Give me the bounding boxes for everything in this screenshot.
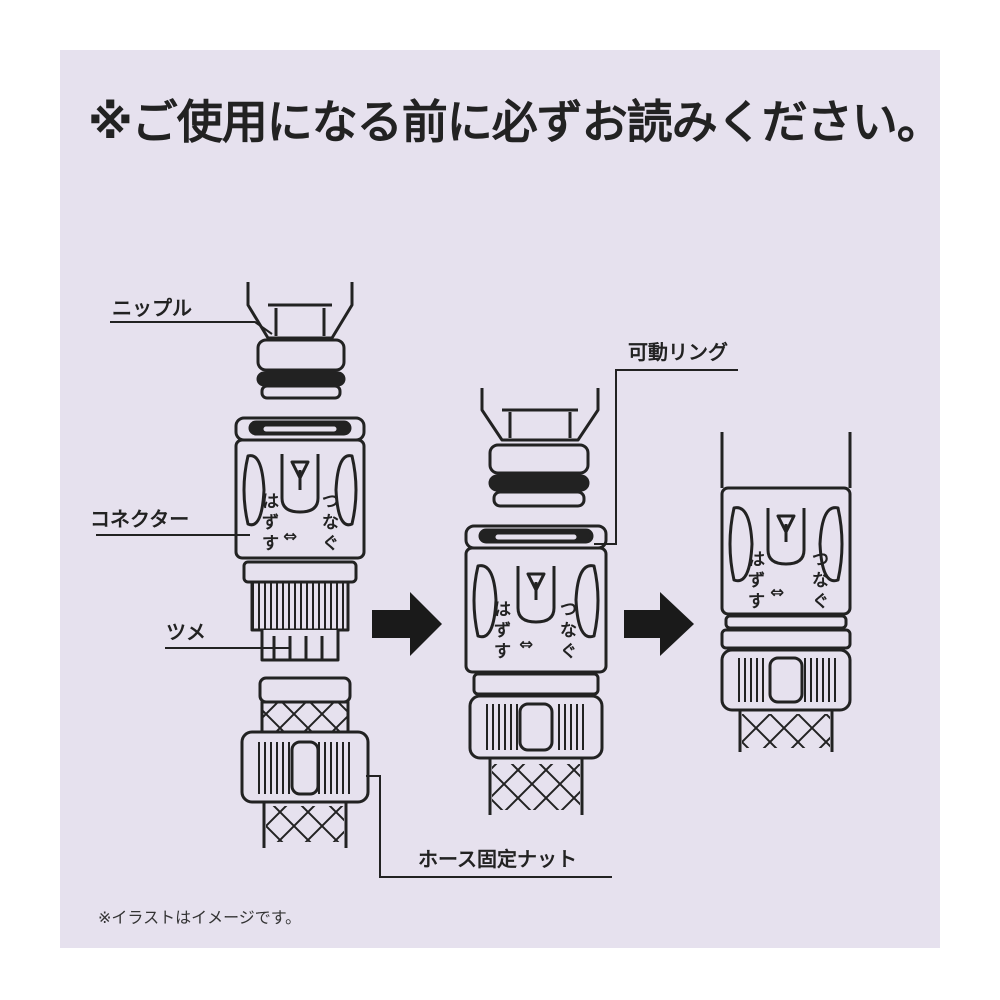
label-connector: コネクター <box>90 503 189 532</box>
detach-char-3: す <box>748 592 765 612</box>
connect-char-1: つ <box>560 600 577 620</box>
connect-char-3: ぐ <box>560 642 577 662</box>
connect-char-1: つ <box>322 492 339 512</box>
connect-char-3: ぐ <box>812 592 829 612</box>
middle-assembly <box>466 388 606 815</box>
detach-char-1: は <box>262 492 279 512</box>
label-movable-ring: 可動リング <box>628 336 728 365</box>
step-arrow-icon-1 <box>372 592 442 656</box>
nipple-part <box>248 282 352 398</box>
connector-part <box>236 418 364 660</box>
connect-char-2: な <box>560 621 577 641</box>
detach-char-3: す <box>494 642 511 662</box>
connect-char-2: な <box>812 571 829 591</box>
detach-char-3: す <box>262 534 279 554</box>
label-hose-nut: ホース固定ナット <box>418 843 577 872</box>
connect-char-1: つ <box>812 550 829 570</box>
connect-char-3: ぐ <box>322 534 339 554</box>
leader-movable-ring <box>594 370 738 544</box>
detach-char-2: ず <box>494 621 511 641</box>
detach-char-2: ず <box>262 513 279 533</box>
leader-nipple <box>110 322 272 334</box>
step-arrow-icon-2 <box>624 592 694 656</box>
swap-arrow-icon: ⇔ <box>283 527 297 547</box>
swap-arrow-icon: ⇔ <box>519 635 533 655</box>
detach-char-1: は <box>494 600 511 620</box>
hose-nut-part <box>242 678 368 848</box>
label-nipple: ニップル <box>112 292 192 321</box>
footnote: ※イラストはイメージです。 <box>98 904 301 928</box>
swap-arrow-icon: ⇔ <box>770 583 784 603</box>
right-assembly <box>722 432 850 752</box>
label-claw: ツメ <box>166 616 206 645</box>
connect-char-2: な <box>322 513 339 533</box>
detach-char-2: ず <box>748 571 765 591</box>
detach-char-1: は <box>748 550 765 570</box>
